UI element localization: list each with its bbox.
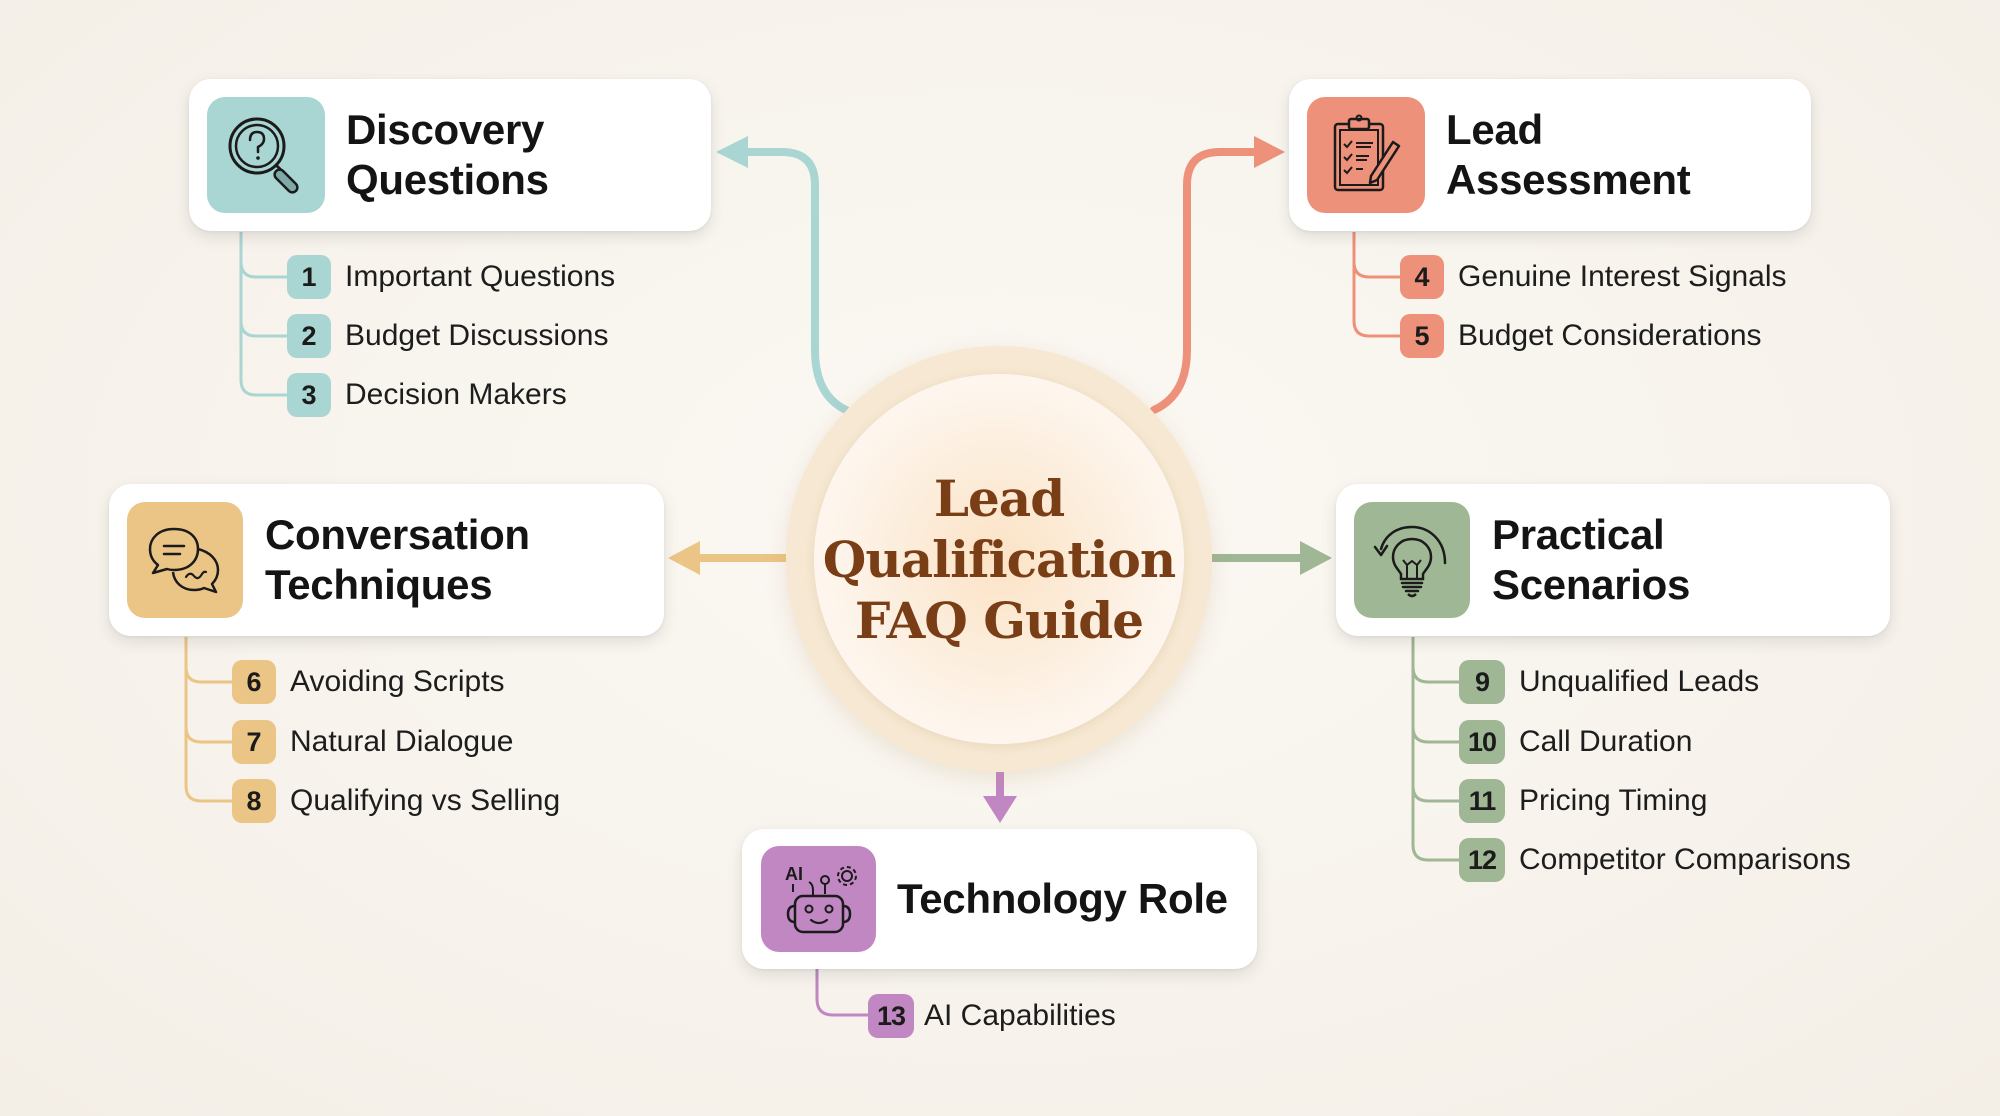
branch-assessment xyxy=(1352,232,1400,338)
clipboard-checklist-icon xyxy=(1307,97,1425,213)
item-label: Decision Makers xyxy=(345,378,567,411)
hub-title-line-1: Lead xyxy=(933,468,1065,528)
item-number-badge: 11 xyxy=(1459,779,1505,823)
card-title: Practical Scenarios xyxy=(1492,511,1691,608)
item-number-badge: 7 xyxy=(232,720,276,764)
hub-inner: Lead Qualification FAQ Guide xyxy=(814,374,1184,744)
magnifier-question-icon xyxy=(207,97,325,213)
branch-conversation xyxy=(184,637,232,803)
connector-technology xyxy=(983,772,1017,823)
card-lead-assessment[interactable]: Lead Assessment xyxy=(1289,79,1811,231)
hub-circle: Lead Qualification FAQ Guide xyxy=(786,346,1212,772)
list-item[interactable]: 1 Important Questions xyxy=(287,254,615,300)
item-label: Call Duration xyxy=(1519,725,1693,758)
item-number-badge: 13 xyxy=(868,994,914,1038)
item-number-badge: 3 xyxy=(287,373,331,417)
item-number-badge: 4 xyxy=(1400,255,1444,299)
item-label: Natural Dialogue xyxy=(290,725,514,758)
chat-bubbles-icon xyxy=(127,502,243,618)
item-number-badge: 6 xyxy=(232,660,276,704)
list-item[interactable]: 6 Avoiding Scripts xyxy=(232,659,505,705)
branch-technology xyxy=(815,969,868,1017)
item-number-badge: 10 xyxy=(1459,720,1505,764)
list-item[interactable]: 12 Competitor Comparisons xyxy=(1459,837,1851,883)
list-item[interactable]: 9 Unqualified Leads xyxy=(1459,659,1759,705)
list-item[interactable]: 8 Qualifying vs Selling xyxy=(232,778,560,824)
lightbulb-cycle-icon xyxy=(1354,502,1470,618)
list-item[interactable]: 10 Call Duration xyxy=(1459,719,1692,765)
item-label: Budget Discussions xyxy=(345,319,609,352)
item-label: Avoiding Scripts xyxy=(290,665,505,698)
list-item[interactable]: 13 AI Capabilities xyxy=(868,993,1116,1039)
ai-robot-icon: AI xyxy=(761,846,876,952)
connector-conversation xyxy=(668,541,786,575)
list-item[interactable]: 11 Pricing Timing xyxy=(1459,778,1707,824)
list-item[interactable]: 7 Natural Dialogue xyxy=(232,719,513,765)
svg-text:AI: AI xyxy=(785,864,803,884)
item-number-badge: 12 xyxy=(1459,838,1505,882)
item-number-badge: 2 xyxy=(287,314,331,358)
item-label: Competitor Comparisons xyxy=(1519,843,1851,876)
item-label: Genuine Interest Signals xyxy=(1458,260,1787,293)
item-number-badge: 8 xyxy=(232,779,276,823)
item-label: Budget Considerations xyxy=(1458,319,1762,352)
card-conversation-techniques[interactable]: Conversation Techniques xyxy=(109,484,664,636)
card-title: Discovery Questions xyxy=(346,106,549,203)
list-item[interactable]: 4 Genuine Interest Signals xyxy=(1400,254,1787,300)
list-item[interactable]: 2 Budget Discussions xyxy=(287,313,608,359)
hub-title-line-2: Qualification xyxy=(822,529,1176,589)
card-practical-scenarios[interactable]: Practical Scenarios xyxy=(1336,484,1890,636)
hub-title-line-3: FAQ Guide xyxy=(854,590,1144,650)
item-number-badge: 5 xyxy=(1400,314,1444,358)
list-item[interactable]: 5 Budget Considerations xyxy=(1400,313,1762,359)
card-discovery-questions[interactable]: Discovery Questions xyxy=(189,79,711,231)
item-label: Important Questions xyxy=(345,260,616,293)
branch-discovery xyxy=(239,232,287,397)
connector-discovery xyxy=(716,136,850,414)
item-label: Qualifying vs Selling xyxy=(290,784,561,817)
item-number-badge: 9 xyxy=(1459,660,1505,704)
item-label: Unqualified Leads xyxy=(1519,665,1760,698)
connector-scenarios xyxy=(1212,541,1332,575)
card-technology-role[interactable]: AI Technology Role xyxy=(742,829,1257,969)
card-title: Conversation Techniques xyxy=(265,511,530,608)
branch-scenarios xyxy=(1411,637,1459,862)
card-title: Technology Role xyxy=(897,875,1228,922)
item-label: Pricing Timing xyxy=(1519,784,1708,817)
card-title: Lead Assessment xyxy=(1446,106,1691,203)
item-label: AI Capabilities xyxy=(924,999,1116,1032)
list-item[interactable]: 3 Decision Makers xyxy=(287,372,567,418)
item-number-badge: 1 xyxy=(287,255,331,299)
connector-assessment xyxy=(1150,136,1285,414)
